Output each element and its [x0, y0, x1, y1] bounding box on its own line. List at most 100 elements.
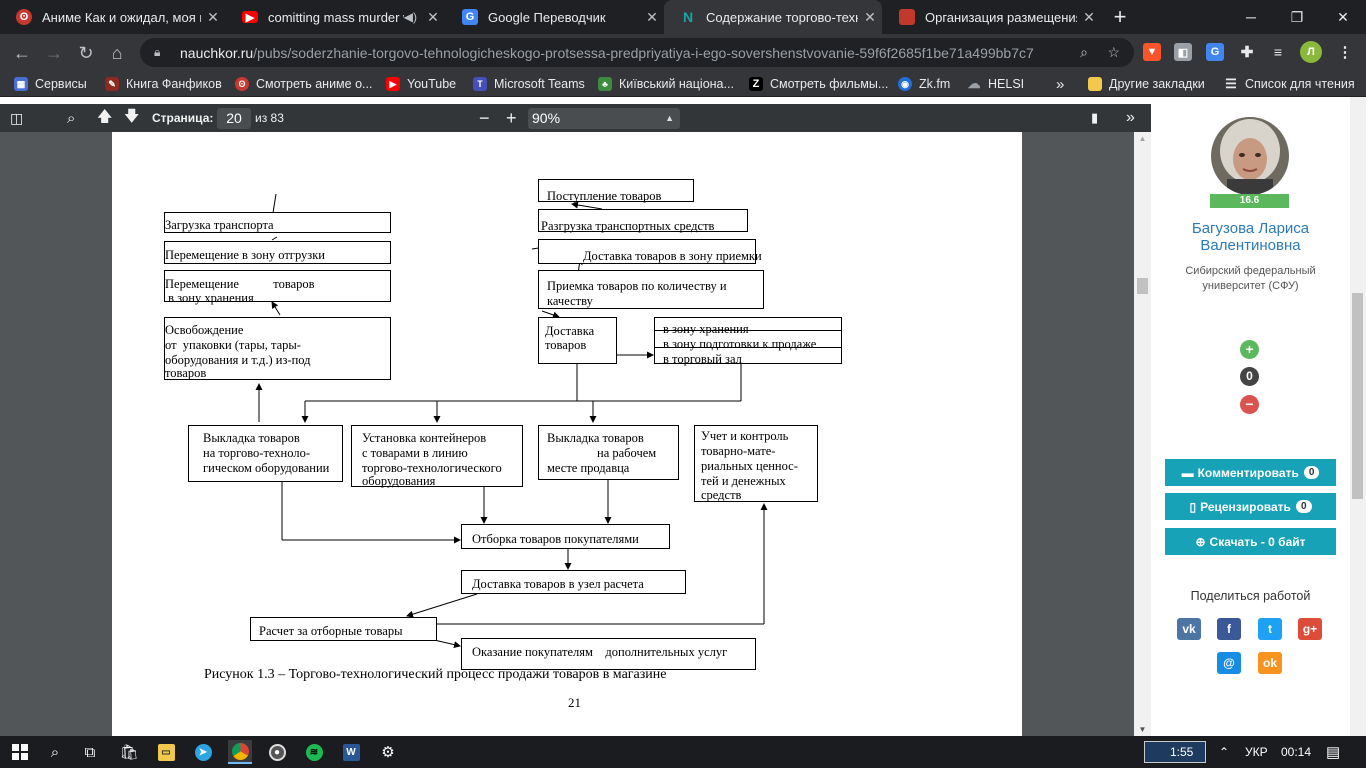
- reload-button[interactable]: ↻: [78, 42, 94, 63]
- university-line: университет (СФУ): [1202, 280, 1299, 292]
- bookmark-fanfiction[interactable]: ✎Книга Фанфиков: [105, 71, 222, 97]
- settings-gear-icon[interactable]: ⚙: [381, 744, 395, 761]
- telegram-icon[interactable]: ➤: [191, 740, 215, 764]
- task-view-icon[interactable]: ⧉: [84, 743, 96, 761]
- chrome-icon[interactable]: [228, 740, 252, 764]
- scrollbar-thumb[interactable]: [1352, 293, 1363, 499]
- search-icon[interactable]: ⌕: [50, 743, 60, 761]
- next-page-icon[interactable]: 🡇︎: [124, 107, 140, 125]
- new-tab-button[interactable]: +: [1113, 4, 1127, 29]
- file-explorer-icon[interactable]: ▭: [154, 740, 178, 764]
- speaker-icon[interactable]: ◀): [403, 10, 417, 24]
- close-icon[interactable]: ✕: [207, 8, 219, 25]
- google-translate-icon: G: [462, 9, 478, 25]
- box-label: Выкладка товаров: [203, 431, 300, 445]
- google-plus-icon[interactable]: g+: [1298, 618, 1322, 640]
- more-tools-icon[interactable]: »: [1126, 109, 1135, 126]
- clock[interactable]: 00:14: [1281, 745, 1312, 759]
- scroll-up-icon[interactable]: ▲: [1138, 134, 1147, 143]
- zoom-in-button[interactable]: +: [506, 107, 517, 128]
- address-bar[interactable]: 🔒︎ nauchkor.ru/pubs/soderzhanie-torgovo-…: [140, 38, 1134, 67]
- close-icon[interactable]: ✕: [646, 8, 658, 25]
- media-control-icon[interactable]: ≡: [1273, 44, 1283, 60]
- media-player-icon[interactable]: ●: [265, 740, 289, 764]
- box-label: Выкладка товаров: [547, 431, 644, 445]
- pdf-scrollbar[interactable]: ▲▼: [1134, 132, 1151, 736]
- clock-box[interactable]: 1:55: [1144, 741, 1206, 763]
- bookmark-youtube[interactable]: ▶YouTube: [386, 71, 456, 97]
- bookmark-zkfm[interactable]: ◉Zk.fm: [898, 71, 950, 97]
- bookmark-services[interactable]: ▦Сервисы: [14, 71, 87, 97]
- mail-icon[interactable]: @: [1217, 652, 1241, 674]
- spotify-icon[interactable]: ≋: [302, 740, 326, 764]
- tray-chevron-icon[interactable]: ⌃: [1219, 745, 1230, 759]
- scrollbar-thumb[interactable]: [1137, 278, 1148, 294]
- bookmark-star-icon[interactable]: ☆: [1107, 44, 1120, 60]
- bookmark-kyiv-university[interactable]: ♣Київський націона...: [598, 71, 734, 97]
- extension-icon[interactable]: ◧: [1174, 43, 1192, 61]
- download-button[interactable]: ⊕Скачать - 0 байт: [1165, 528, 1336, 555]
- bookmark-label: Список для чтения: [1245, 77, 1355, 91]
- maximize-button[interactable]: ❐: [1290, 8, 1304, 25]
- minimize-button[interactable]: ─: [1246, 9, 1256, 25]
- bookmark-label: Київський націона...: [619, 77, 734, 91]
- close-icon[interactable]: ✕: [1083, 8, 1095, 25]
- back-button[interactable]: ←: [13, 42, 31, 63]
- home-button[interactable]: ⌂: [111, 42, 123, 63]
- close-icon[interactable]: ✕: [427, 8, 439, 25]
- search-icon[interactable]: ⌕: [1080, 44, 1088, 60]
- tab-anime[interactable]: ʘ Аниме Как и ожидал, моя ш ✕: [0, 0, 225, 34]
- close-icon[interactable]: ✕: [864, 8, 876, 25]
- notifications-icon[interactable]: ▤: [1326, 744, 1341, 761]
- zoom-select[interactable]: 90%▲: [528, 108, 680, 129]
- reading-list[interactable]: ☰Список для чтения: [1224, 71, 1355, 97]
- author-name-line: Валентиновна: [1200, 237, 1301, 254]
- odnoklassniki-icon[interactable]: ok: [1258, 652, 1282, 674]
- other-bookmarks[interactable]: Другие закладки: [1088, 71, 1205, 97]
- page-number-input[interactable]: 20: [217, 108, 251, 129]
- windows-start-icon[interactable]: [8, 740, 32, 764]
- store-icon[interactable]: 🛍︎: [119, 744, 139, 761]
- tab-nauchkor[interactable]: Ν Содержание торгово-техно ✕: [664, 0, 882, 34]
- bookmark-helsi[interactable]: ☁HELSI: [967, 71, 1025, 97]
- upvote-button[interactable]: +: [1240, 340, 1259, 359]
- close-window-button[interactable]: ✕: [1337, 8, 1349, 25]
- facebook-icon[interactable]: f: [1217, 618, 1241, 640]
- box-move-to-shipping: Перемещение в зону отгрузки: [164, 241, 391, 264]
- google-translate-ext-icon[interactable]: G: [1206, 43, 1224, 61]
- bookmarks-overflow-button[interactable]: »: [1056, 75, 1065, 93]
- avatar[interactable]: [1211, 117, 1289, 195]
- brave-icon[interactable]: ▼: [1143, 43, 1161, 61]
- box-label: гическом оборудовании: [203, 461, 330, 475]
- tab-youtube[interactable]: ▶ comitting mass murder w ◀) ✕: [226, 0, 445, 34]
- language-indicator[interactable]: УКР: [1245, 745, 1268, 759]
- downvote-button[interactable]: −: [1240, 395, 1259, 414]
- document-icon: [899, 9, 915, 25]
- search-icon[interactable]: ⌕: [67, 109, 76, 127]
- bookmark-icon[interactable]: ▮: [1091, 110, 1099, 125]
- menu-icon[interactable]: ⋮: [1337, 44, 1353, 61]
- zoom-out-button[interactable]: −: [479, 107, 490, 128]
- scroll-down-icon[interactable]: ▼: [1138, 725, 1147, 734]
- page-scrollbar[interactable]: [1350, 97, 1366, 736]
- tab-google-translate[interactable]: G Google Переводчик ✕: [446, 0, 664, 34]
- quill-icon: ✎: [105, 77, 119, 91]
- previous-page-icon[interactable]: 🡅︎: [97, 107, 113, 125]
- vk-icon[interactable]: vk: [1177, 618, 1201, 640]
- profile-avatar[interactable]: Л: [1300, 41, 1322, 63]
- app-icon[interactable]: W: [339, 740, 363, 764]
- sidebar-toggle-icon[interactable]: ◫: [10, 109, 24, 126]
- box-label: товаров: [545, 338, 587, 352]
- bookmark-label: HELSI: [988, 77, 1025, 91]
- forward-button[interactable]: →: [45, 42, 63, 63]
- twitter-icon[interactable]: t: [1258, 618, 1282, 640]
- puzzle-icon[interactable]: ✚: [1240, 44, 1254, 61]
- tab-organization[interactable]: Организация размещения и ✕: [883, 0, 1101, 34]
